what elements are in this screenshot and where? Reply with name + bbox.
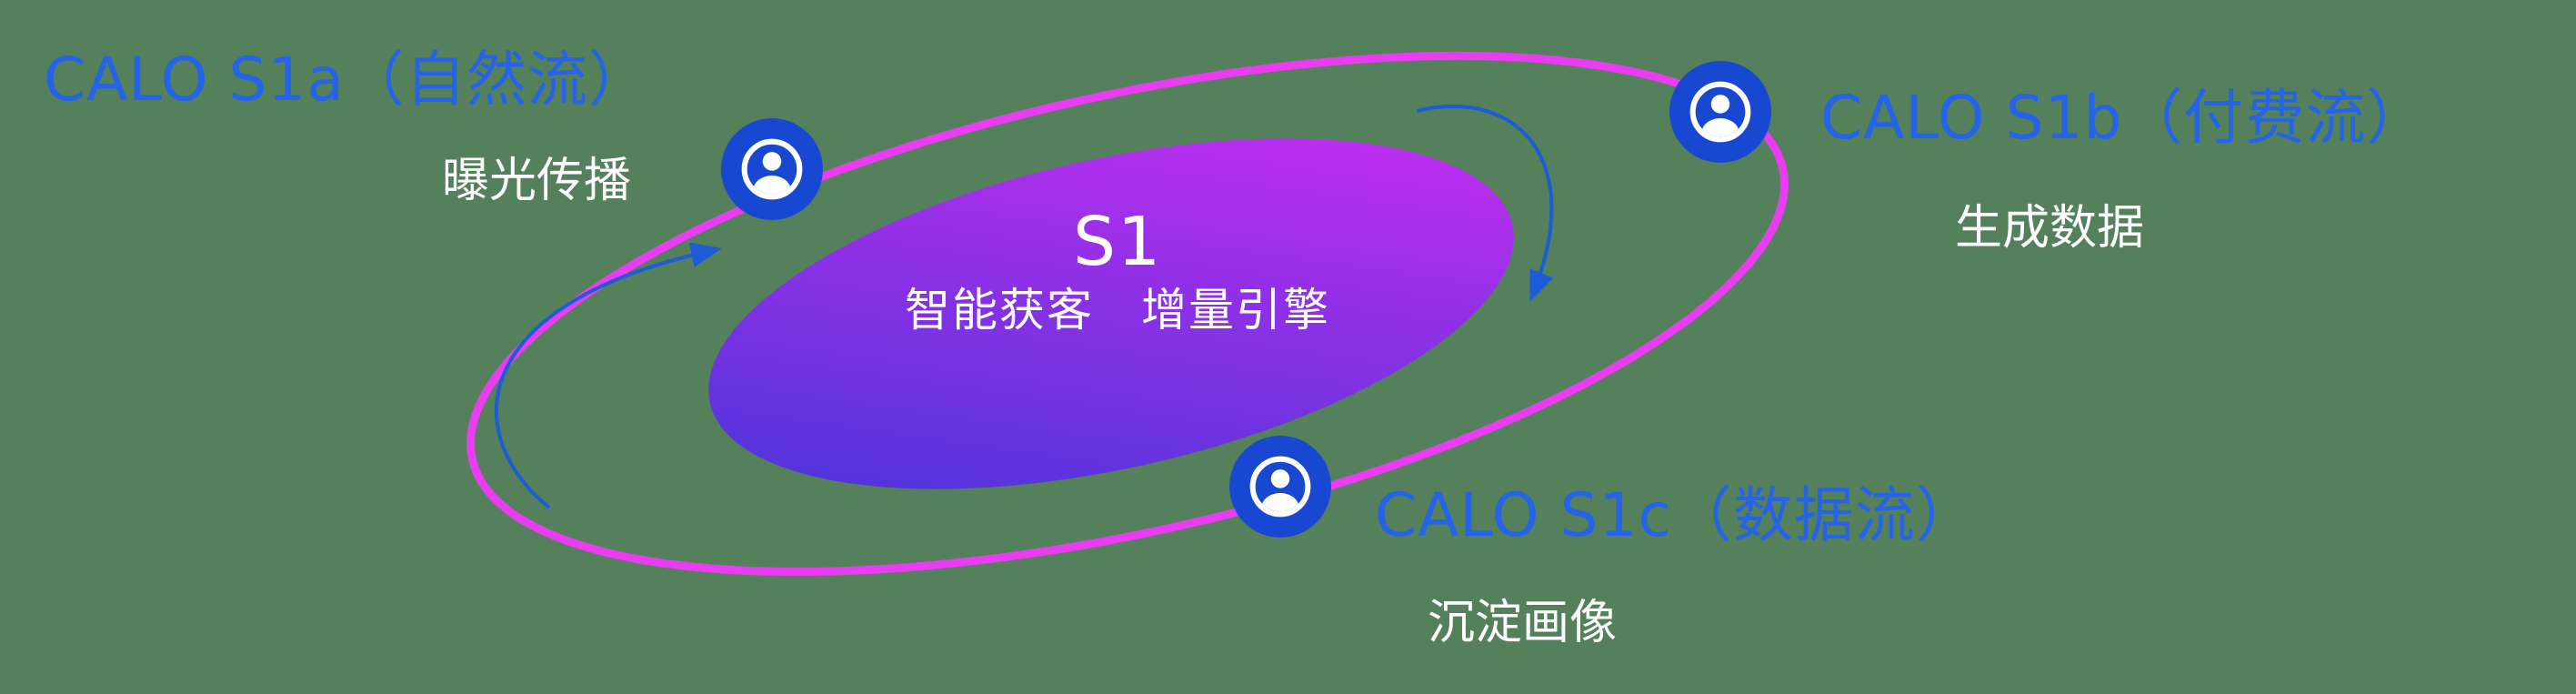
user-circle-icon-s1b — [1669, 61, 1771, 163]
sublabel-s1b: 生成数据 — [1955, 201, 2145, 256]
sublabel-s1a: 曝光传播 — [442, 154, 632, 208]
user-circle-icon-s1c — [1229, 436, 1331, 538]
flow-arrow-right — [1416, 105, 1554, 302]
core-ellipse — [708, 138, 1514, 489]
core-text: S1 智能获客 增量引擎 — [905, 203, 1330, 337]
label-s1a: CALO S1a（自然流） — [44, 45, 649, 115]
sublabel-s1c: 沉淀画像 — [1428, 596, 1618, 650]
core-subtitle: 智能获客 增量引擎 — [905, 284, 1330, 337]
label-s1c: CALO S1c（数据流） — [1375, 480, 1977, 550]
label-s1b: CALO S1b（付费流） — [1820, 83, 2428, 153]
flow-arrow-left — [495, 242, 722, 509]
core-title: S1 — [1072, 203, 1163, 281]
orbit-ring — [466, 51, 1789, 577]
user-circle-icon-s1a — [721, 118, 823, 220]
